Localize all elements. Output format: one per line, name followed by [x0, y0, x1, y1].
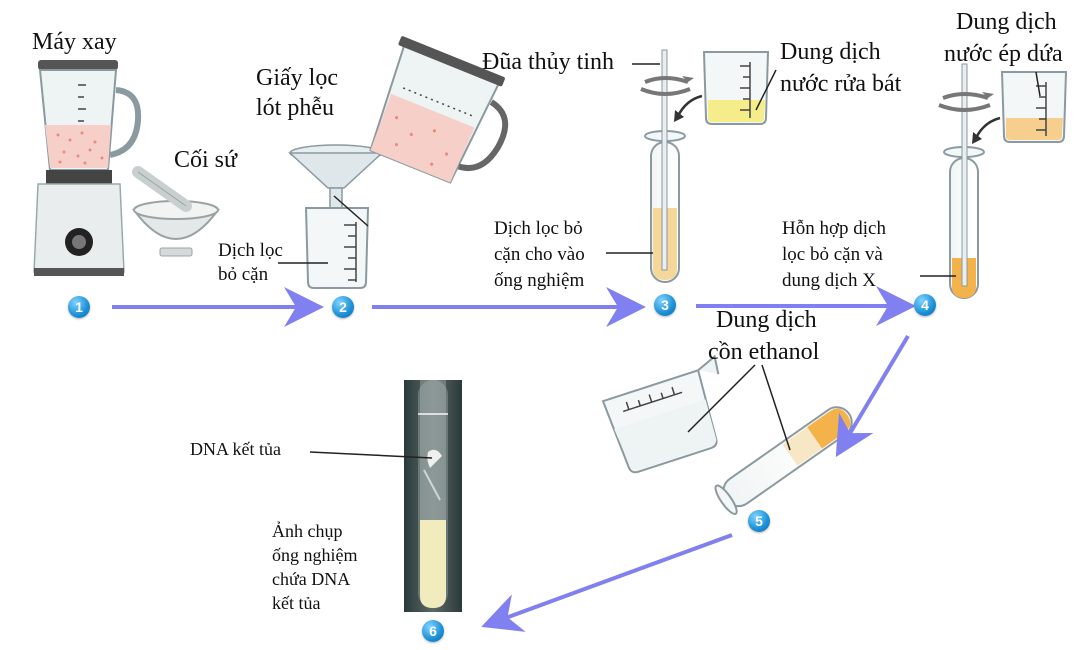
label-pineapple-line1: Dung dịch — [956, 9, 1057, 35]
label-photo-line3: chứa DNA — [272, 569, 351, 589]
label-filter-paper-line2: lót phễu — [256, 95, 334, 121]
arrow-4-to-5 — [835, 334, 910, 458]
step-badge-2: 2 — [332, 296, 354, 318]
step-badge-6: 6 — [422, 620, 444, 642]
label-blender: Máy xay — [32, 29, 117, 55]
label-mixture-line2: lọc bỏ cặn và — [782, 244, 883, 265]
label-mortar: Cối sứ — [174, 147, 238, 173]
step-badge-3: 3 — [654, 294, 676, 316]
label-mixture-line1: Hỗn hợp dịch — [782, 218, 886, 239]
process-arrows — [112, 286, 916, 632]
step-badge-1: 1 — [68, 296, 90, 318]
tilted-test-tube — [714, 406, 853, 515]
pineapple-beaker — [1000, 71, 1068, 143]
leader-dna — [309, 451, 433, 459]
label-detergent-line1: Dung dịch — [780, 39, 881, 65]
label-dna-precipitate: DNA kết tủa — [190, 439, 281, 459]
label-filtrate-line2: bỏ cặn — [218, 264, 269, 285]
mortar-and-pestle — [132, 166, 220, 257]
dna-photo — [404, 380, 462, 612]
glass-rod-step-4 — [938, 63, 994, 287]
detergent-beaker — [702, 51, 770, 125]
label-mixture-line3: dung dịch X — [782, 270, 876, 291]
label-filtrate-tube-line3: ống nghiệm — [494, 270, 585, 291]
label-ethanol-line1: Dung dịch — [716, 307, 817, 333]
label-ethanol-line2: cồn ethanol — [708, 339, 820, 365]
blender — [33, 60, 142, 276]
label-photo-line4: kết tủa — [272, 593, 321, 613]
pouring-jug — [369, 36, 509, 184]
label-filtrate-tube-line1: Dịch lọc bỏ — [494, 218, 583, 239]
step-badge-4: 4 — [914, 294, 936, 316]
arrow-5-to-6 — [481, 533, 733, 632]
beaker-step-2 — [304, 207, 370, 289]
label-filter-paper-line1: Giấy lọc — [256, 65, 338, 91]
label-filtrate-line1: Dịch lọc — [218, 240, 283, 261]
pour-arrow-step-3 — [676, 94, 703, 117]
leader-filter-paper — [333, 195, 369, 227]
leader-pineapple — [1035, 71, 1041, 97]
ethanol-beaker — [601, 354, 720, 474]
label-photo-line1: Ảnh chụp — [272, 521, 343, 541]
label-filtrate-tube-line2: cặn cho vào — [494, 244, 585, 265]
glass-rod-step-3 — [640, 49, 694, 271]
leader-detergent — [755, 69, 777, 111]
step-badge-5: 5 — [748, 510, 770, 532]
filter-funnel — [288, 144, 384, 213]
label-photo-line2: ống nghiệm — [272, 545, 358, 565]
label-pineapple-line2: nước ép dứa — [944, 41, 1063, 67]
label-detergent-line2: nước rửa bát — [780, 71, 902, 97]
label-glass-rod: Đũa thủy tinh — [482, 49, 614, 75]
